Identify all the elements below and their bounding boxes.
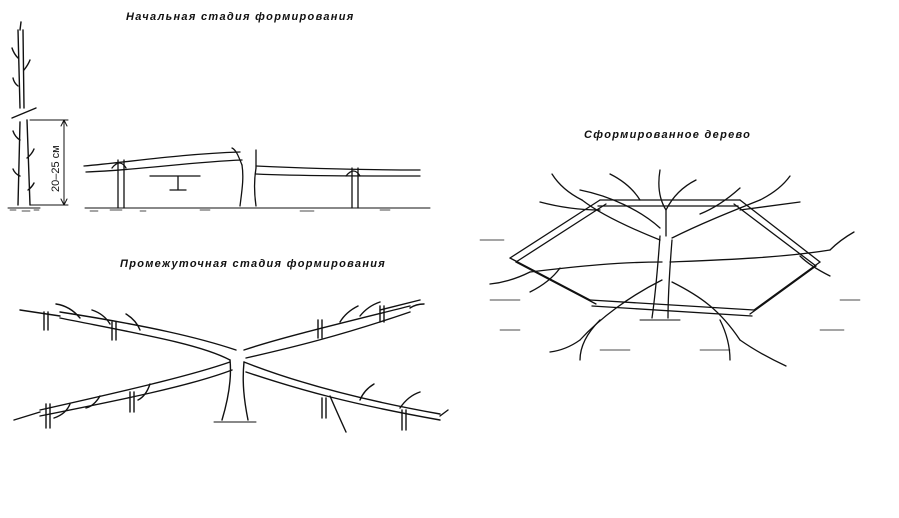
caption-formed-tree: Сформированное дерево (584, 129, 752, 141)
formed-tree-drawing (479, 169, 861, 367)
dimension-label: 20–25 см (50, 145, 62, 192)
intermediate-stage-drawing (13, 299, 449, 433)
caption-initial-stage: Начальная стадия формирования (126, 11, 355, 23)
initial-stage-drawing (83, 147, 431, 212)
cut-whip-drawing (7, 21, 41, 212)
dimension-arrow (29, 119, 69, 206)
caption-intermediate-stage: Промежуточная стадия формирования (120, 258, 387, 270)
